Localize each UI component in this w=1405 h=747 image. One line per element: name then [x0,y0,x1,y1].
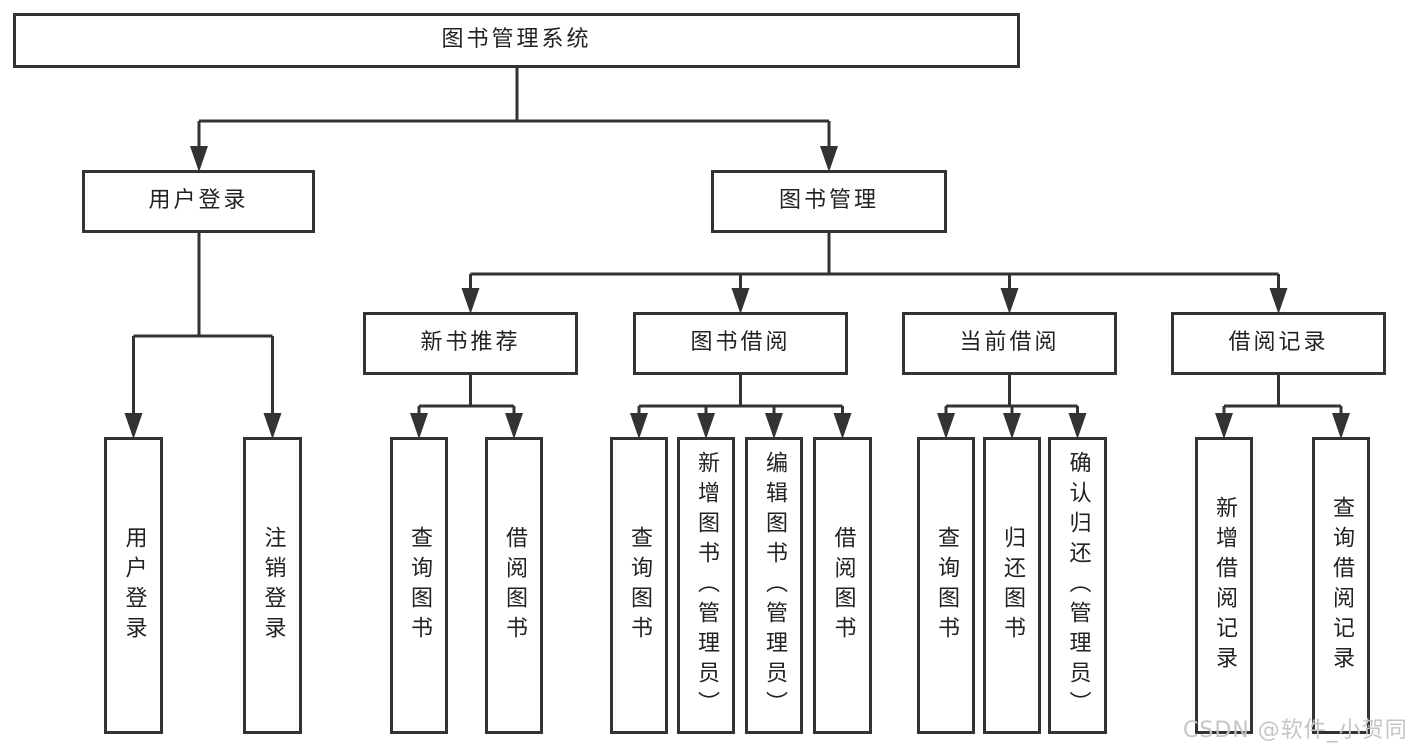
node-root: 图书管理系统 [13,13,1020,68]
watermark: CSDN @软件_小贺同学 [1183,718,1405,743]
node-new-book-recommend: 新书推荐 [363,312,578,375]
node-book-borrow: 图书借阅 [633,312,848,375]
leaf-borrow-borrow-books: 借阅图书 [813,437,872,734]
leaf-current-query-books: 查询图书 [917,437,975,734]
leaf-borrow-edit-books-admin: 编辑图书（管理员） [745,437,803,734]
leaf-borrow-add-books-admin: 新增图书（管理员） [677,437,735,734]
leaf-current-return-books: 归还图书 [983,437,1041,734]
leaf-logout: 注销登录 [243,437,302,734]
arrowheads [124,146,1350,439]
node-current-borrow: 当前借阅 [902,312,1117,375]
leaf-records-add-record: 新增借阅记录 [1195,437,1253,734]
leaf-current-confirm-return-admin: 确认归还（管理员） [1048,437,1107,734]
leaf-user-login: 用户登录 [104,437,163,734]
node-user-login: 用户登录 [82,170,315,233]
leaf-newbook-query-books: 查询图书 [390,437,448,734]
leaf-newbook-borrow-books: 借阅图书 [485,437,543,734]
leaf-records-query-record: 查询借阅记录 [1312,437,1370,734]
node-borrow-records: 借阅记录 [1171,312,1386,375]
connector-paths [132,68,1343,417]
node-book-management: 图书管理 [711,170,947,233]
leaf-borrow-query-books: 查询图书 [610,437,668,734]
